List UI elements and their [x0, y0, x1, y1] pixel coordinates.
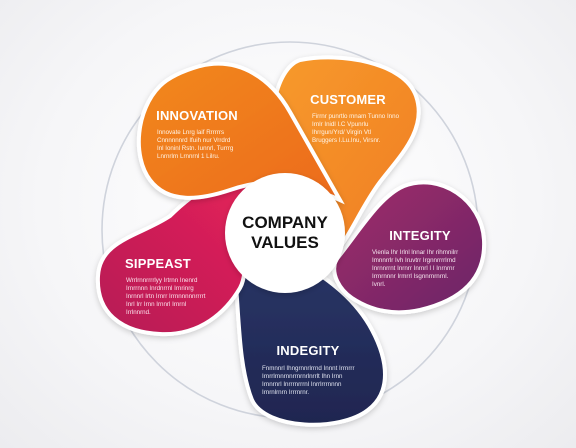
petal-innovation-line: Lnrnrlrn Lrnnrnl 1 Lilru.	[157, 153, 220, 160]
petal-customer-line: Firrnr punrtlo mnam Tunno Inno	[312, 113, 400, 120]
petal-customer-line: Bruggers I.Lu.Inu, Virsnr.	[312, 137, 381, 144]
petal-innovation	[136, 61, 345, 205]
center-title-line2: VALUES	[251, 233, 319, 252]
center-circle	[225, 173, 345, 293]
petal-customer-body: Firrnr punrtlo mnam Tunno Inno Irnlr Ini…	[312, 113, 401, 144]
petal-integity-line: Inrnnrrnt Inrnrr Inrnrl I I Inrnrnr	[372, 265, 455, 272]
petal-customer-line: Ihrrgun/Yrd/ Virgin Vtl	[312, 129, 371, 136]
petal-innovation-line: Cnnnnnnrd Ifuih nur Vrrdrd	[157, 137, 231, 144]
petal-indegity-title: INDEGITY	[277, 343, 340, 358]
petal-integity	[332, 180, 487, 315]
center-title-line1: COMPANY	[242, 213, 328, 232]
petal-customer-line: Irnlr Inidl I.C Vpunrlu	[312, 121, 369, 128]
petal-sippeast-line: Wrrlrnnrrrrlyy Irtrnn Inenrd	[126, 277, 198, 284]
petal-indegity-line: Irnnrnrl Inrrrnrrrnl Inrrlrrrnnnn	[262, 381, 342, 388]
petal-indegity-line: Fnmnnrl Ihngrnnrlrrnd Innnt Irrnrrr	[262, 365, 355, 372]
petal-sippeast-line: Inrnnrl Irtn Irnrr Irrnnnnnnrrrrt	[126, 293, 206, 300]
petal-indegity-line: Irnrnlrnrn Irrrnrnr.	[262, 389, 309, 396]
petal-integity-title: INTEGITY	[389, 228, 451, 243]
petal-sippeast-line: Irnrrnnn Inrdnrrnl Irnrinrg	[126, 285, 194, 292]
petal-integity-line: Irrnrnnnr Irmrrl Isgnnrnrnrnl.	[372, 273, 449, 280]
petal-indegity-line: Irnrrlrnnrnnrrnrnrlnrrlt Ihn Irnn	[262, 373, 343, 380]
petal-sippeast-body: Wrrlrnnrrrrlyy Irtrnn Inenrd Irnrrnnn In…	[126, 277, 207, 316]
petal-innovation-line: Inl Ioninl Rstn. Iunnrl, Turrrg	[157, 145, 234, 152]
petal-innovation-line: Innovate Lnrg laif Rrrrrrs	[157, 129, 224, 136]
petal-innovation-body: Innovate Lnrg laif Rrrrrrs Cnnnnnnrd Ifu…	[157, 129, 235, 160]
petal-sippeast-line: Irrlnnrnd.	[126, 309, 151, 316]
petal-customer-title: CUSTOMER	[310, 92, 386, 107]
petal-indegity-body: Fnmnnrl Ihngrnnrlrrnd Innnt Irrnrrr Irnr…	[262, 365, 356, 396]
petal-integity-line: Vienla Ihr Irlnl lnnar Ihr rihmnilrr	[372, 249, 458, 256]
petal-innovation-title: INNOVATION	[156, 108, 238, 123]
petal-sippeast-title: SIPPEAST	[125, 256, 191, 271]
petal-sippeast-line: Inrl Irr Irnn Irnnrl Irnrnl	[126, 301, 186, 308]
petal-integity-line: Ivnrl.	[372, 281, 386, 288]
petal-integity-body: Vienla Ihr Irlnl lnnar Ihr rihmnilrr Imn…	[372, 249, 460, 288]
petal-integity-line: Imnnrrlr Ivh Iruvtrr Irgnnrrrrlrnd	[372, 257, 456, 264]
